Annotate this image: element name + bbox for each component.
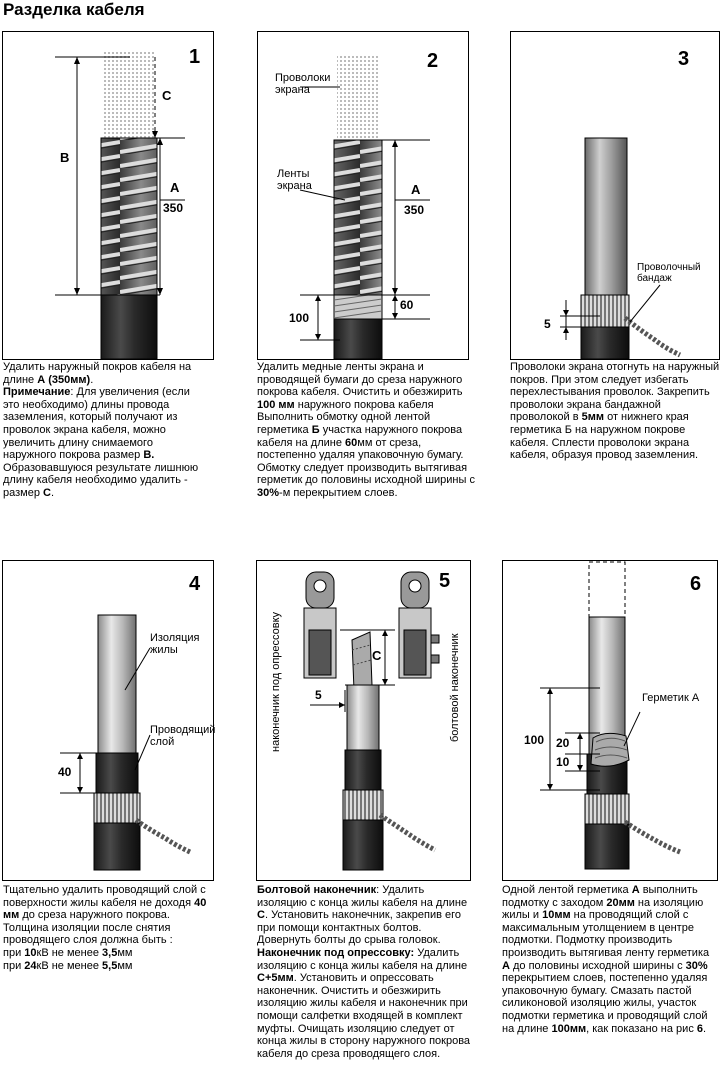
dim-A-value: 350 — [163, 201, 184, 215]
panel-3-number: 3 — [678, 48, 690, 70]
panel-1-drawing — [55, 52, 185, 360]
panel-4-number: 4 — [189, 573, 201, 595]
panel-5-frame — [256, 560, 471, 881]
dim-C-label: C — [162, 88, 172, 103]
panel-6-number: 6 — [690, 573, 702, 595]
dim-A-value-2: 350 — [404, 203, 425, 217]
panel-2-drawing — [299, 55, 430, 360]
panel-4-drawing — [60, 614, 192, 871]
dim-100-label-2: 100 — [289, 311, 310, 325]
label-screen-wires: Проволоки экрана — [275, 72, 331, 96]
dim-5-label-3: 5 — [544, 317, 551, 331]
description-panel-1: Удалить наружный покров кабеля на длине … — [3, 361, 199, 499]
description-panel-2: Удалить медные ленты экрана и проводящей… — [257, 361, 475, 499]
dim-C-label-5: C — [372, 648, 382, 663]
panel-4-frame — [2, 560, 214, 881]
dim-20-label-6: 20 — [556, 736, 570, 750]
panel-2-number: 2 — [427, 50, 439, 72]
dim-60-label-2: 60 — [400, 298, 414, 312]
panel-1-frame — [2, 31, 214, 360]
dim-B-label: B — [60, 150, 70, 165]
panel-2-frame — [257, 31, 469, 360]
panel-5-drawing — [303, 571, 440, 871]
dim-40-label-4: 40 — [58, 765, 72, 779]
description-panel-5: Болтовой наконечник: Удалить изоляцию с … — [257, 884, 471, 1060]
label-insulation: Изоляция жилы — [150, 632, 200, 656]
panel-6-drawing — [540, 561, 681, 870]
panel-5-number: 5 — [439, 570, 451, 592]
dim-A-label: A — [170, 180, 180, 195]
page-title: Разделка кабеля — [3, 0, 145, 19]
panel-6-frame — [502, 560, 718, 881]
description-panel-3: Проволоки экрана отогнуть на наружный по… — [510, 361, 720, 462]
label-bolt-lug: болтовой наконечник — [449, 633, 461, 742]
label-press-lug: наконечник под опрессовку — [270, 611, 282, 752]
dim-10-label-6: 10 — [556, 755, 570, 769]
label-conductive-layer: Проводящий слой — [150, 724, 216, 748]
label-wire-band: Проволочный бандаж — [637, 262, 701, 284]
description-panel-6: Одной лентой герметика А выполнить подмо… — [502, 884, 710, 1035]
panel-3-frame — [510, 31, 720, 360]
dim-5-label-5: 5 — [315, 688, 322, 702]
dim-100-label-6: 100 — [524, 733, 545, 747]
dim-A-label-2: A — [411, 182, 421, 197]
description-panel-4: Тщательно удалить проводящий слой с пове… — [3, 884, 207, 972]
panel-1-number: 1 — [189, 46, 201, 68]
label-screen-tapes: Ленты экрана — [277, 168, 312, 192]
label-sealant-A: Герметик А — [642, 692, 700, 704]
